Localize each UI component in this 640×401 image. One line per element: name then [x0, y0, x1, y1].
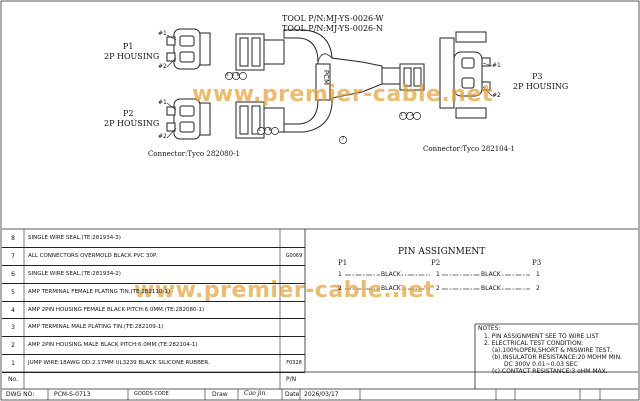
- callout-overmold: 7: [341, 136, 345, 142]
- bom-row: 5 AMP TERMINAL FEMALE PLATING TIN.(TE:282…: [2, 283, 305, 302]
- p3-side-view: [381, 63, 425, 91]
- p3-housing: 2P HOUSING: [513, 82, 569, 91]
- bom-item-desc: AMP TERMINAL FEMALE PLATING TIN.(TE:2821…: [28, 288, 170, 295]
- bom-item-pn: F0328: [286, 360, 302, 367]
- p1-pin2-label: #2: [158, 63, 167, 70]
- pin-header-p2: P2: [431, 259, 441, 267]
- bom-item-desc: JUMP WIRE:18AWG OD:2.17MM UL3239 BLACK S…: [28, 360, 210, 367]
- pcm-box: [315, 63, 331, 101]
- p3-connector-face: [439, 31, 491, 119]
- p1-pin1-label: #1: [158, 30, 167, 37]
- bom-item-desc: AMP TERMINAL MALE PLATING TIN.(TE:282109…: [28, 324, 164, 331]
- p3-name: P3: [532, 72, 543, 81]
- pin-row1-wire2: BLACK: [480, 271, 502, 278]
- bom-item-no: 6: [11, 270, 15, 278]
- notes-title: NOTES:: [478, 325, 501, 332]
- bom-row: 8 SINGLE WIRE SEAL.(TE:281934-3): [2, 229, 305, 248]
- p2-name: P2: [123, 109, 134, 118]
- bom-item-desc: AMP 2PIN HOUSING MALE BLACK PITCH:6.0MM.…: [28, 342, 198, 349]
- bom-item-pn: G0069: [285, 252, 303, 259]
- bom-item-no: 3: [11, 324, 15, 332]
- bom-row: 6 SINGLE WIRE SEAL.(TE:281934-2): [2, 265, 305, 284]
- bom-item-desc: ALL CONNECTORS OVERMOLD BLACK PVC 30P.: [28, 252, 158, 259]
- bom-row: 1 JUMP WIRE:18AWG OD:2.17MM UL3239 BLACK …: [2, 354, 305, 374]
- notes-line-3: (a).100%OPEN,SHORT & MISWIRE TEST,: [492, 347, 613, 354]
- bom-header-no: No.: [8, 376, 18, 383]
- pin-row1-p2: 1: [436, 271, 440, 278]
- pin-header-p3: P3: [532, 259, 542, 267]
- bom-item-no: 4: [11, 306, 15, 314]
- bom-item-desc: SINGLE WIRE SEAL.(TE:281934-3): [28, 234, 121, 241]
- connector-left-label: Connector:Tyco 282080-1: [148, 150, 240, 158]
- pin-row2-wire1: BLACK: [380, 285, 402, 292]
- bom-row: 3 AMP TERMINAL MALE PLATING TIN.(TE:28210…: [2, 319, 305, 338]
- pin-row2-p2: 2: [436, 285, 440, 292]
- draw-signature: Cao jin: [244, 390, 266, 397]
- callout-p3: 123: [400, 112, 416, 118]
- dwg-no-value: PCM-S-0713: [54, 391, 91, 398]
- bom-item-no: 8: [11, 234, 15, 242]
- callout-p1: 456: [226, 72, 242, 78]
- bom-item-no: 7: [11, 252, 15, 260]
- p2-connector-face: [166, 98, 211, 140]
- connector-right-label: Connector:Tyco 282104-1: [423, 145, 515, 153]
- bom-row: 4 AMP 2PIN HOUSING FEMALE BLACK PITCH:6.0…: [2, 301, 305, 320]
- pin-row1-p1: 1: [338, 271, 342, 278]
- p1-name: P1: [123, 42, 134, 51]
- pin-row2-p3: 2: [536, 285, 540, 292]
- bom-item-no: 5: [11, 288, 15, 296]
- bom-row: 2 AMP 2PIN HOUSING MALE BLACK PITCH:6.0MM…: [2, 336, 305, 356]
- bom-item-desc: AMP 2PIN HOUSING FEMALE BLACK PITCH:6.0M…: [28, 306, 205, 313]
- notes-line-6: (c).CONTACT RESISTANCE:3 oHM MAX.: [492, 368, 608, 375]
- dwg-no-label: DWG NO:: [6, 391, 35, 398]
- bom-header-pn: P/N: [286, 376, 297, 383]
- date-value: 2026/03/17: [304, 391, 339, 398]
- p1-side-view: [235, 33, 285, 71]
- watermark-top: www.premier-cable.net: [192, 82, 493, 107]
- callout-p2: 456: [258, 127, 274, 133]
- pin-header-p1: P1: [338, 259, 348, 267]
- notes-line-1: 1. PIN ASSIGNMENT SEE TO WIRE LIST: [484, 333, 599, 340]
- p1-housing: 2P HOUSING: [104, 52, 160, 61]
- notes-line-2: 2. ELECTRICAL TEST CONDITION:: [484, 340, 584, 347]
- bom-item-no: 1: [11, 360, 15, 368]
- bom-row: 7 ALL CONNECTORS OVERMOLD BLACK PVC 30P. G…: [2, 247, 305, 266]
- pin-row1-p3: 1: [536, 271, 540, 278]
- notes-line-4: (b).INSULATOR RESISTANCE:20 MOHM MIN.: [492, 354, 622, 361]
- bom-item-desc: SINGLE WIRE SEAL.(TE:281934-2): [28, 270, 121, 277]
- pin-row1-wire1: BLACK: [380, 271, 402, 278]
- pin-row2-p1: 2: [338, 285, 342, 292]
- p1-connector-face: [166, 28, 211, 70]
- p2-housing: 2P HOUSING: [104, 119, 160, 128]
- p3-pin1-label: #1: [492, 62, 501, 69]
- p2-pin2-label: #2: [158, 133, 167, 140]
- bom-item-no: 2: [11, 342, 15, 350]
- overmold-body: [283, 29, 383, 133]
- p3-pin2-label: #2: [492, 92, 501, 99]
- date-label: Date: [285, 391, 300, 398]
- pin-assignment-title: PIN ASSIGNMENT: [398, 247, 486, 257]
- goods-code-label: GOODS CODE: [134, 391, 169, 397]
- tool-pn-2: TOOL P/N:MJ-YS-0026-N: [282, 24, 383, 33]
- notes-line-5: DC 300V 0.01~0.03 SEC: [504, 361, 578, 368]
- pin-row2-wire2: BLACK: [480, 285, 502, 292]
- draw-label: Draw: [212, 391, 228, 398]
- p2-pin1-label: #1: [158, 99, 167, 106]
- tool-pn-1: TOOL P/N:MJ-YS-0026-W: [282, 14, 384, 23]
